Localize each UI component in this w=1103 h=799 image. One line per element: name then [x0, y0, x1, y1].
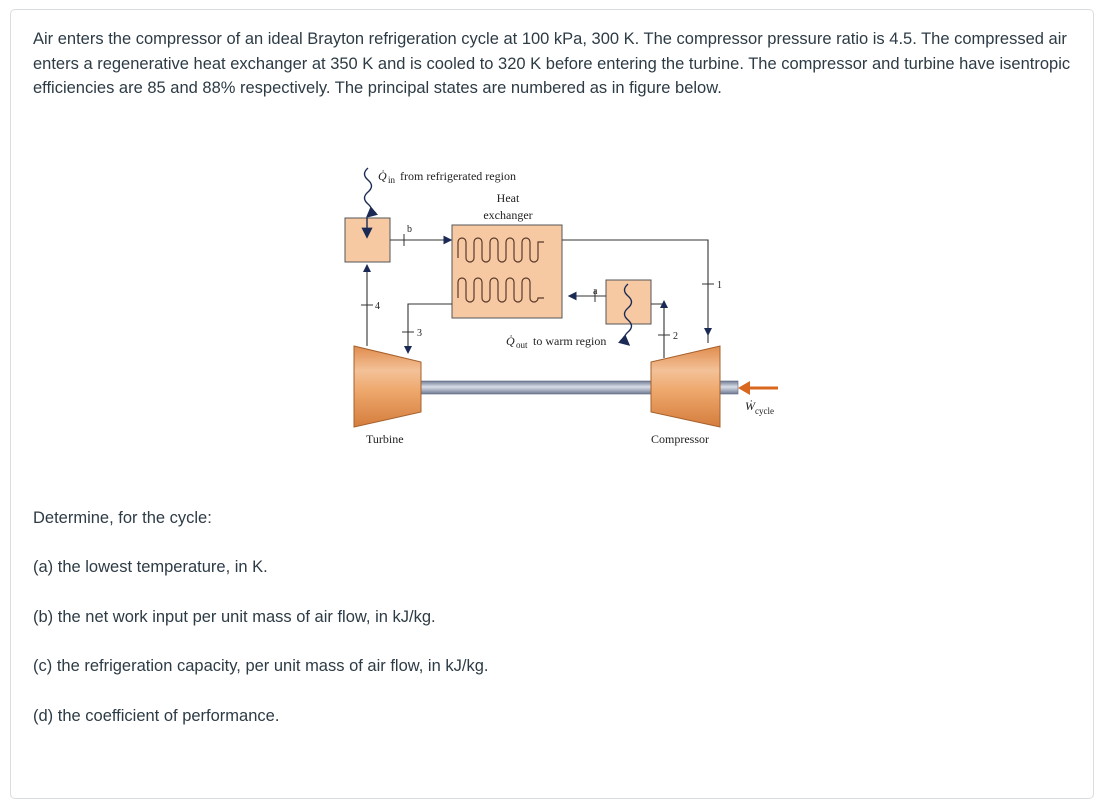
- qin-sub: in: [388, 175, 396, 185]
- state-4-label: 4: [375, 301, 380, 312]
- qin-symbol: Q̇: [378, 169, 387, 183]
- question-card: [10, 9, 1094, 799]
- determine-text: Determine, for the cycle:: [33, 509, 212, 527]
- warm-region-box: [605, 279, 652, 325]
- question-b: (b) the net work input per unit mass of …: [33, 608, 436, 626]
- question-a: (a) the lowest temperature, in K.: [33, 558, 268, 576]
- question-c: (c) the refrigeration capacity, per unit…: [33, 657, 489, 675]
- state-a-label: a: [593, 286, 598, 297]
- state-1-label: 1: [717, 280, 722, 291]
- hx-coil-top: [457, 237, 544, 263]
- qout-sub: out: [516, 340, 528, 350]
- turbine-label: Turbine: [366, 432, 404, 446]
- brayton-cycle-figure: Q̇ in from refrigerated region Heat exch…: [344, 167, 778, 446]
- qin-wavy-arrow: [363, 167, 379, 218]
- work-input-arrow: [738, 381, 750, 395]
- hx-label-2: exchanger: [483, 208, 532, 222]
- hx-coil-bottom: [457, 277, 544, 303]
- compressor-label: Compressor: [651, 432, 709, 446]
- question-d: (d) the coefficient of performance.: [33, 707, 280, 725]
- hx-label-1: Heat: [497, 191, 520, 205]
- state-b-label: b: [407, 224, 412, 235]
- turbine: [353, 345, 422, 428]
- qin-text: from refrigerated region: [400, 169, 516, 183]
- problem-statement: Air enters the compressor of an ideal Br…: [33, 30, 1071, 97]
- qout-symbol: Q̇: [506, 334, 515, 348]
- heat-exchanger-box: [451, 224, 563, 319]
- qout-wavy-arrow: [617, 283, 633, 346]
- wcycle-sub: cycle: [755, 406, 774, 416]
- compressor: [650, 345, 721, 428]
- state-2-label: 2: [673, 331, 678, 342]
- wcycle-symbol: Ẇ: [745, 398, 756, 413]
- state-3-label: 3: [417, 328, 422, 339]
- qout-text: to warm region: [533, 334, 606, 348]
